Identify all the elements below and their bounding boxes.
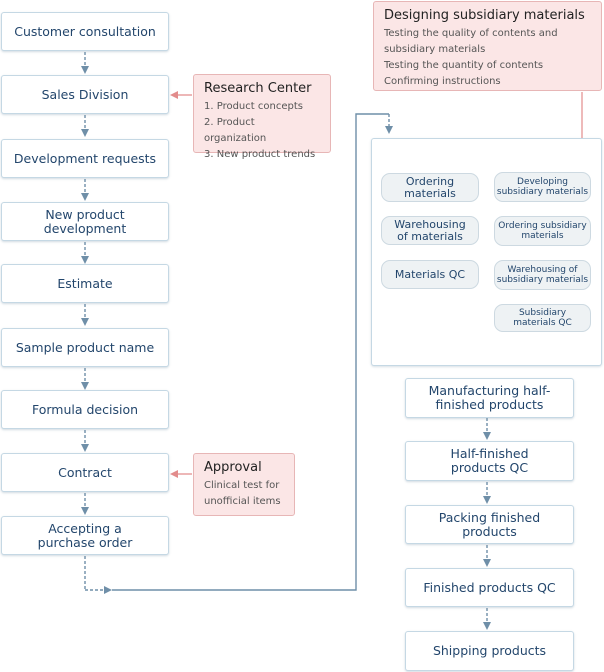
pill-label: Developing subsidiary materials bbox=[496, 177, 589, 197]
approval-item: unofficial items bbox=[204, 496, 281, 507]
step-sample-product-name: Sample product name bbox=[1, 328, 169, 367]
research-center-title: Research Center bbox=[204, 81, 312, 96]
step-label: Contract bbox=[58, 464, 112, 480]
subsidiary-step-qc: Subsidiary materials QC bbox=[494, 304, 591, 332]
step-half-finished-qc: Half-finished products QC bbox=[405, 441, 574, 481]
step-sales-division: Sales Division bbox=[1, 75, 169, 114]
subsidiary-step-warehousing: Warehousing of subsidiary materials bbox=[494, 260, 591, 290]
materials-step-warehousing: Warehousing of materials bbox=[381, 216, 479, 245]
materials-step-qc: Materials QC bbox=[381, 260, 479, 289]
subsidiary-note-item: Testing the quality of contents and bbox=[384, 28, 558, 39]
approval-title: Approval bbox=[204, 460, 262, 475]
step-label: Formula decision bbox=[31, 401, 139, 417]
pill-label: Ordering materials bbox=[404, 174, 456, 200]
step-estimate: Estimate bbox=[1, 264, 169, 303]
step-label: Development requests bbox=[13, 150, 157, 166]
step-new-product-development: New product development bbox=[1, 202, 169, 241]
step-customer-consultation: Customer consultation bbox=[1, 12, 169, 51]
research-item: 2. Product organization bbox=[204, 117, 267, 144]
subsidiary-step-developing: Developing subsidiary materials bbox=[494, 172, 591, 202]
step-label: Customer consultation bbox=[14, 23, 156, 39]
step-manufacturing-half-finished: Manufacturing half-finished products bbox=[405, 378, 574, 418]
step-shipping-products: Shipping products bbox=[405, 631, 574, 671]
pill-label: Materials QC bbox=[394, 267, 466, 281]
step-label: Half-finished products QC bbox=[450, 446, 529, 475]
subsidiary-design-note: Designing subsidiary materials Testing t… bbox=[373, 1, 602, 91]
materials-step-ordering: Ordering materials bbox=[381, 173, 479, 202]
pill-label: Warehousing of subsidiary materials bbox=[496, 265, 589, 285]
research-item: 1. Product concepts bbox=[204, 101, 303, 112]
step-label: Sample product name bbox=[15, 339, 155, 355]
step-label: Shipping products bbox=[432, 643, 547, 658]
step-label: Accepting a purchase order bbox=[37, 520, 133, 550]
approval-item: Clinical test for bbox=[204, 480, 280, 491]
step-label: Manufacturing half-finished products bbox=[428, 383, 551, 412]
step-packing-finished-products: Packing finished products bbox=[405, 505, 574, 544]
step-formula-decision: Formula decision bbox=[1, 390, 169, 429]
subsidiary-step-ordering: Ordering subsidiary materials bbox=[494, 216, 591, 246]
step-label: Sales Division bbox=[41, 86, 129, 102]
research-center-note: Research Center 1. Product concepts 2. P… bbox=[193, 74, 331, 160]
subsidiary-note-item: Confirming instructions bbox=[384, 76, 501, 87]
step-label: New product development bbox=[43, 206, 127, 236]
step-accepting-purchase-order: Accepting a purchase order bbox=[1, 516, 169, 555]
step-label: Finished products QC bbox=[423, 579, 556, 595]
pill-label: Subsidiary materials QC bbox=[513, 308, 572, 328]
step-contract: Contract bbox=[1, 453, 169, 492]
pill-label: Warehousing of materials bbox=[394, 217, 466, 243]
subsidiary-note-title: Designing subsidiary materials bbox=[384, 8, 585, 23]
step-finished-products-qc: Finished products QC bbox=[405, 568, 574, 607]
pill-label: Ordering subsidiary materials bbox=[498, 221, 587, 241]
research-item: 3. New product trends bbox=[204, 149, 316, 160]
subsidiary-note-item: subsidiary materials bbox=[384, 44, 486, 55]
step-label: Packing finished products bbox=[438, 509, 541, 539]
approval-note: Approval Clinical test for unofficial it… bbox=[193, 453, 295, 516]
subsidiary-note-item: Testing the quantity of contents bbox=[384, 60, 544, 71]
step-label: Estimate bbox=[57, 275, 113, 291]
step-development-requests: Development requests bbox=[1, 139, 169, 178]
